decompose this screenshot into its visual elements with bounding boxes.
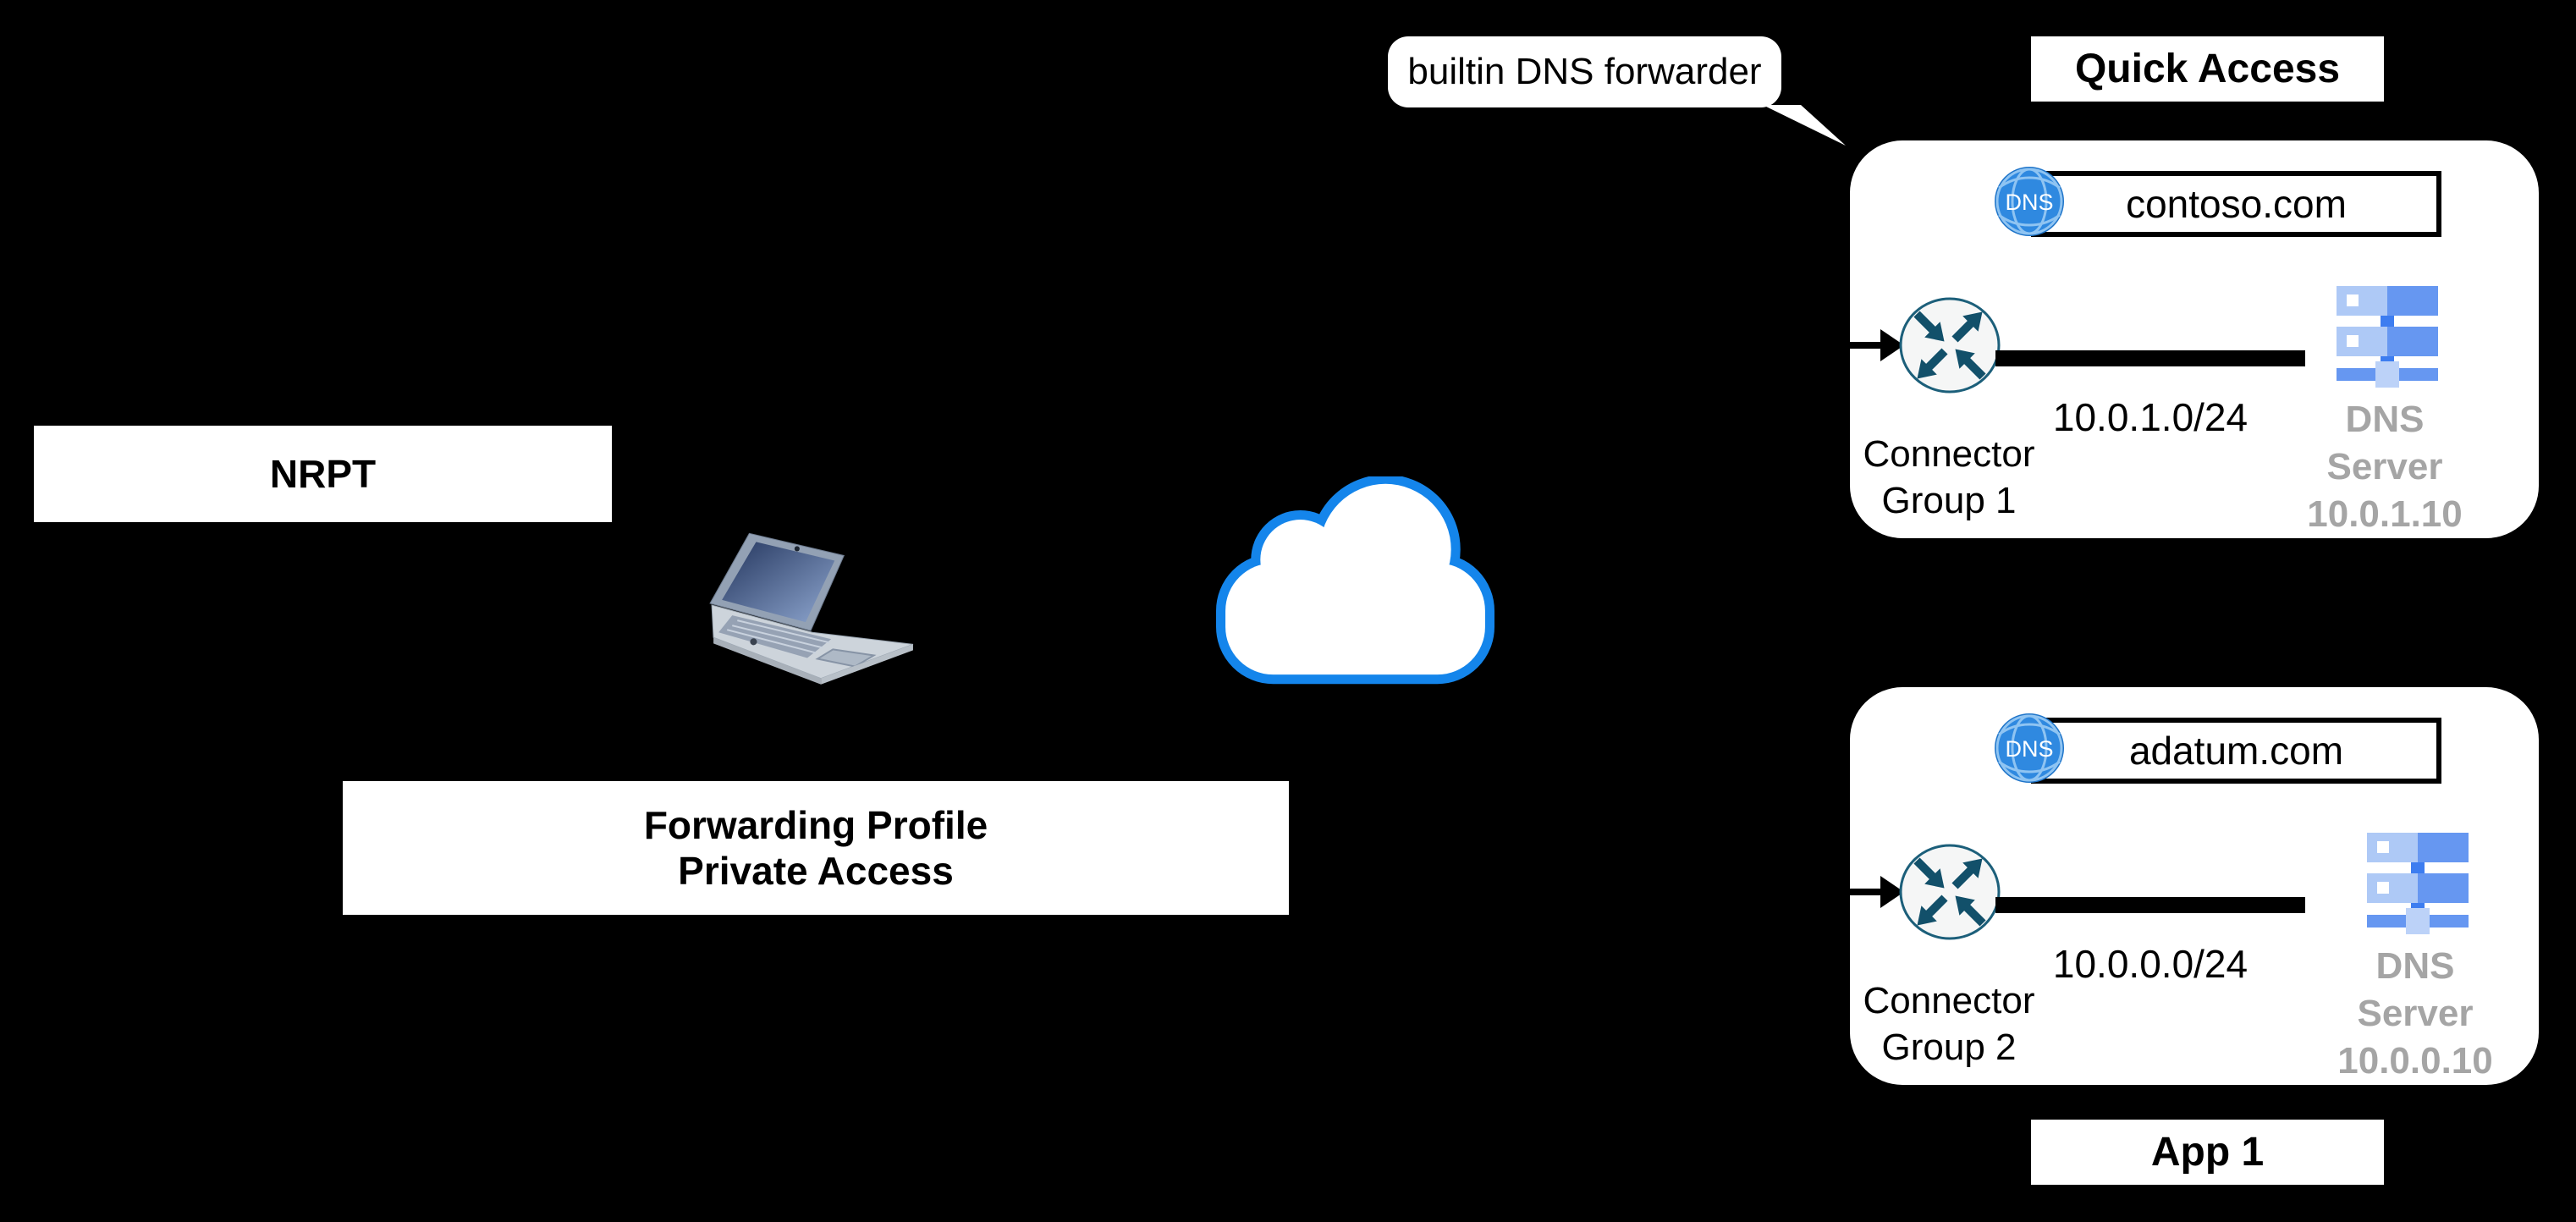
subnet-label: 10.0.1.0/24 (2052, 395, 2248, 439)
cloud-icon (1216, 476, 1494, 685)
connector-group-label: Connector Group 1 (1845, 432, 2053, 524)
dns-server-line1: DNS (2345, 399, 2425, 440)
forwarding-profile-line1: Forwarding Profile (643, 802, 988, 847)
connector-group-label: Connector Group 2 (1845, 978, 2053, 1071)
site-card-contoso: contoso.com DNS 10.0.1.0/24 Connector Gr… (1848, 140, 2539, 538)
subnet-label: 10.0.0.0/24 (2052, 942, 2248, 986)
connector-group-line2: Group 2 (1881, 1026, 2017, 1068)
flow-arrow-icon (1848, 876, 1904, 908)
dns-globe-icon: DNS (1994, 166, 2065, 237)
flow-arrow-icon (1848, 329, 1904, 361)
connector-router-icon (1899, 297, 2001, 394)
dns-server-line2: Server (2357, 992, 2474, 1034)
forwarding-profile-label: Forwarding Profile Private Access (343, 781, 1289, 915)
dns-server-label: DNS Server 10.0.1.10 (2283, 396, 2486, 538)
connector-router-icon (1899, 844, 2001, 940)
domain-name: contoso.com (2126, 182, 2347, 226)
dns-globe-icon: DNS (1994, 713, 2065, 784)
callout-tail (1763, 105, 1846, 146)
site-card-adatum: adatum.com DNS 10.0.0.0/24 Connector Gro… (1848, 687, 2539, 1085)
forwarding-profile-line2: Private Access (678, 849, 954, 893)
dns-server-icon (2337, 286, 2438, 388)
domain-name-box: contoso.com (2031, 171, 2441, 237)
dns-server-label: DNS Server 10.0.0.10 (2314, 943, 2517, 1085)
nrpt-label: NRPT (34, 426, 612, 522)
app1-label: App 1 (2031, 1120, 2384, 1185)
quick-access-label: Quick Access (2031, 36, 2384, 102)
dns-server-icon (2367, 833, 2469, 934)
connector-group-line2: Group 1 (1881, 479, 2017, 521)
dns-server-line1: DNS (2375, 945, 2455, 987)
dns-server-line2: Server (2326, 445, 2443, 487)
dns-globe-label: DNS (2005, 736, 2053, 762)
laptop-icon (709, 532, 914, 685)
connection-line (1995, 897, 2305, 913)
connection-line (1995, 350, 2305, 366)
domain-name-box: adatum.com (2031, 718, 2441, 784)
domain-name: adatum.com (2128, 729, 2344, 773)
connector-group-line1: Connector (1863, 980, 2035, 1021)
dns-server-ip: 10.0.0.10 (2337, 1039, 2493, 1082)
callout-text: builtin DNS forwarder (1407, 51, 1762, 92)
dns-globe-label: DNS (2005, 190, 2053, 215)
callout-bubble: builtin DNS forwarder (1388, 36, 1781, 107)
connector-group-line1: Connector (1863, 433, 2035, 475)
dns-server-ip: 10.0.1.10 (2307, 493, 2463, 535)
